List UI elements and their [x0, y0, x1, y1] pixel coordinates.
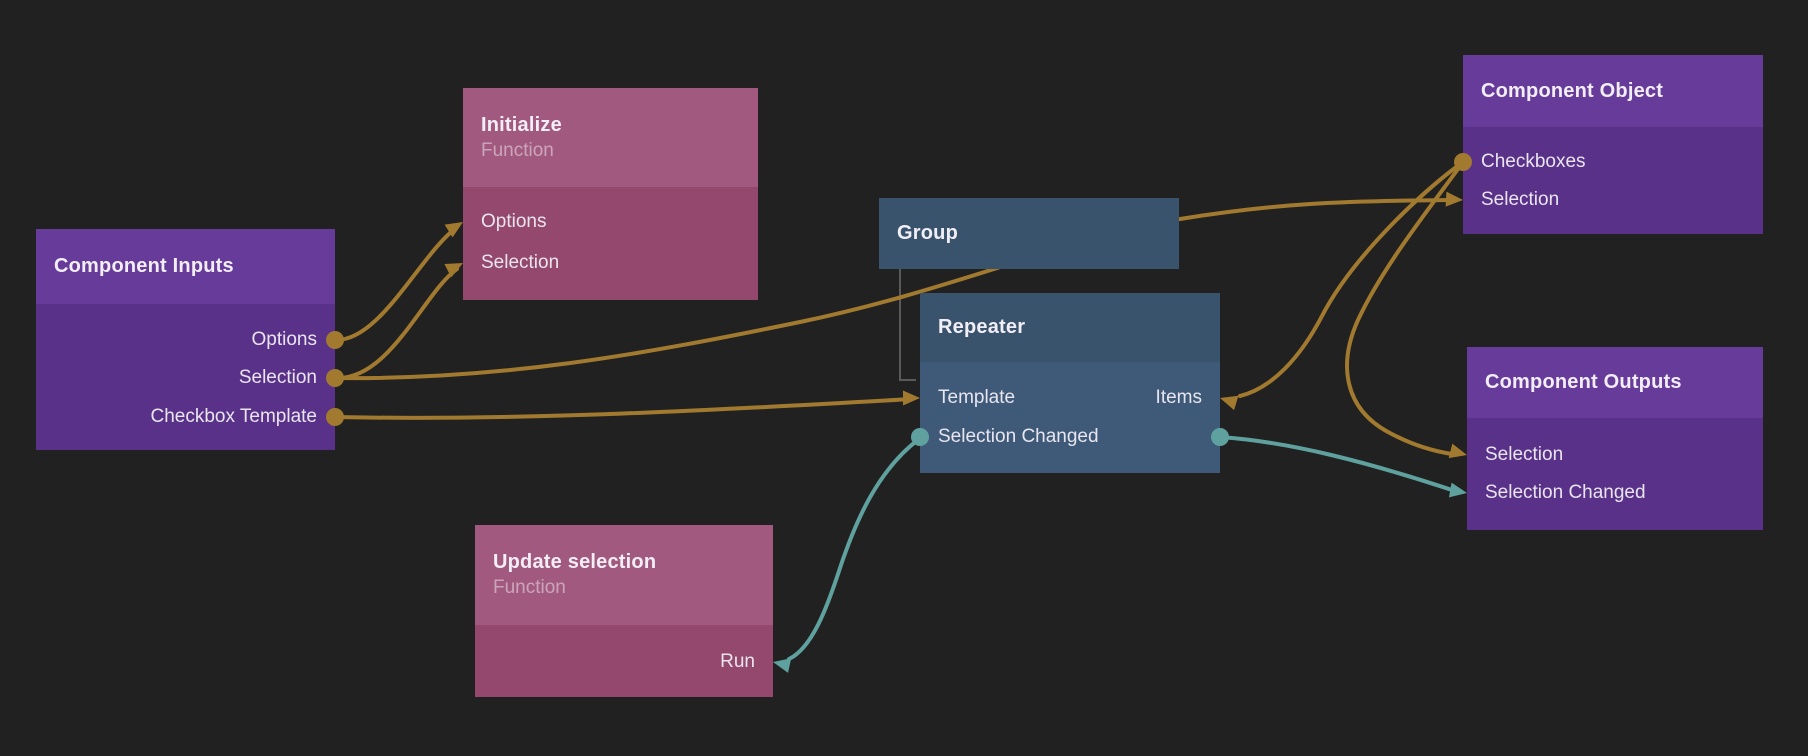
node-title-repeater: Repeater — [938, 316, 1026, 338]
wire-w-checkboxes-outputs-selection[interactable] — [1345, 160, 1465, 456]
wire-w-selchanged-run[interactable] — [787, 437, 921, 661]
node-header-component-inputs: Component Inputs — [36, 229, 335, 304]
wire-w-selchanged-outputs[interactable] — [1218, 435, 1454, 492]
node-header-repeater: Repeater — [920, 293, 1220, 362]
node-title-component-object: Component Object — [1481, 79, 1664, 102]
node-title-component-inputs: Component Inputs — [54, 255, 234, 277]
node-subtitle-initialize: Function — [481, 139, 554, 161]
wire-w-template-repeater[interactable] — [333, 397, 914, 420]
wire-w-options-init[interactable] — [333, 226, 458, 343]
port-initialize-selection[interactable]: Selection — [481, 252, 560, 273]
node-title-update-selection: Update selection — [493, 551, 657, 573]
port-component-object-selection[interactable]: Selection — [1481, 189, 1560, 210]
node-subtitle-update-selection: Function — [493, 577, 566, 598]
port-component-inputs-checkbox-template[interactable]: Checkbox Template — [150, 406, 317, 427]
port-initialize-options[interactable]: Options — [481, 211, 547, 232]
node-header-group: Group — [879, 198, 1179, 269]
node-title-initialize: Initialize — [481, 113, 562, 136]
port-repeater-selection-changed[interactable]: Selection Changed — [938, 426, 1099, 447]
node-group[interactable]: Group — [879, 198, 1179, 269]
node-header-component-object: Component Object — [1463, 55, 1763, 127]
port-component-outputs-selection[interactable]: Selection — [1485, 444, 1564, 465]
port-repeater-template[interactable]: Template — [938, 387, 1016, 408]
group-repeater-link — [899, 269, 916, 381]
wire-w-checkboxes-items[interactable] — [1238, 160, 1465, 398]
node-title-group: Group — [897, 222, 958, 244]
port-update-selection-run[interactable]: Run — [720, 651, 755, 672]
port-component-object-checkboxes[interactable]: Checkboxes — [1481, 151, 1586, 172]
port-repeater-items[interactable]: Items — [1155, 387, 1202, 408]
wire-w-selection-init[interactable] — [333, 267, 459, 381]
port-component-outputs-selection-changed[interactable]: Selection Changed — [1485, 482, 1646, 503]
node-header-component-outputs: Component Outputs — [1467, 347, 1763, 418]
node-title-component-outputs: Component Outputs — [1485, 371, 1682, 393]
wire-w-selection-object[interactable] — [333, 198, 1458, 381]
port-component-inputs-selection[interactable]: Selection — [238, 367, 317, 388]
port-component-inputs-options[interactable]: Options — [251, 329, 317, 350]
